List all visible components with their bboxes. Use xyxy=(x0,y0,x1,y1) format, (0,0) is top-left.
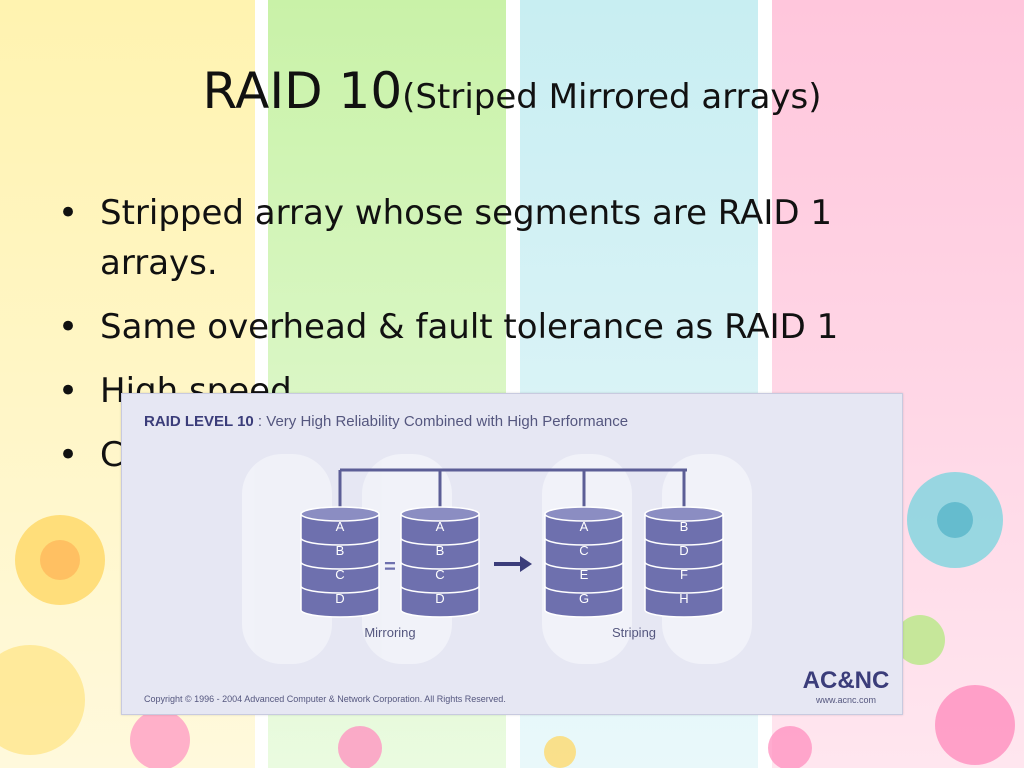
disk-segment xyxy=(644,585,724,618)
disk-segment xyxy=(544,585,624,618)
flower-decoration-right xyxy=(895,472,1015,765)
disk-segment-label: A xyxy=(580,519,589,534)
disk-segment xyxy=(400,513,480,546)
disk-segment-label: C xyxy=(435,567,444,582)
bullet-item: Stripped array whose segments are RAID 1… xyxy=(58,188,918,288)
disk-segment xyxy=(644,537,724,570)
disk-segment-label: B xyxy=(436,543,445,558)
disk-segment-label: B xyxy=(336,543,345,558)
arrow-right-icon xyxy=(494,556,532,572)
disk-segment xyxy=(544,561,624,594)
disk-segment-label: G xyxy=(579,591,589,606)
disk-segment xyxy=(300,537,380,570)
connector-lines xyxy=(338,468,687,512)
bullet-item: Same overhead & fault tolerance as RAID … xyxy=(58,302,918,352)
acnc-logo: AC&NC xyxy=(803,667,890,694)
disk-segment xyxy=(300,561,380,594)
disk-segment xyxy=(400,585,480,618)
raid10-diagram-svg: RAID LEVEL 10 : Very High Reliability Co… xyxy=(144,413,890,705)
disk-segment-label: A xyxy=(436,519,445,534)
disk-top xyxy=(400,506,480,522)
disk-segment-label: B xyxy=(680,519,689,534)
slide-title: RAID 10(Striped Mirrored arrays) xyxy=(0,62,1024,120)
title-main: RAID 10 xyxy=(202,62,403,120)
disk-segment-label: A xyxy=(336,519,345,534)
disk-segment-label: C xyxy=(335,567,344,582)
figure-heading-bold: RAID LEVEL 10 xyxy=(144,413,254,430)
disk-segment xyxy=(300,585,380,618)
striping-label: Striping xyxy=(612,625,656,640)
acnc-url: www.acnc.com xyxy=(815,695,876,705)
disk-segment xyxy=(644,561,724,594)
disk-segment-label: D xyxy=(335,591,344,606)
disk-segment-label: H xyxy=(679,591,688,606)
disk-segment xyxy=(544,537,624,570)
disk-segment-label: D xyxy=(435,591,444,606)
bullet-list: Stripped array whose segments are RAID 1… xyxy=(58,188,918,494)
equals-symbol: = xyxy=(384,556,396,578)
figure-heading: RAID LEVEL 10 : Very High Reliability Co… xyxy=(144,413,628,430)
disk-segment xyxy=(400,561,480,594)
mirroring-label: Mirroring xyxy=(364,625,415,640)
disk-segment-label: E xyxy=(580,567,589,582)
title-sub: (Striped Mirrored arrays) xyxy=(402,77,822,117)
disk-segment-label: C xyxy=(579,543,588,558)
disk-segment-label: F xyxy=(680,567,688,582)
disk-segment xyxy=(644,513,724,546)
flower-decoration-left xyxy=(0,515,190,768)
flower-decoration-bottom xyxy=(338,726,812,768)
disk-segment xyxy=(300,513,380,546)
disk-segment xyxy=(400,537,480,570)
copyright-text: Copyright © 1996 - 2004 Advanced Compute… xyxy=(144,694,506,704)
disk-top xyxy=(644,506,724,522)
figure-heading-rest: : Very High Reliability Combined with Hi… xyxy=(254,413,628,430)
disk-top xyxy=(300,506,380,522)
bullet-item: C xyxy=(58,430,918,480)
disk-top xyxy=(544,506,624,522)
raid10-diagram: RAID LEVEL 10 : Very High Reliability Co… xyxy=(121,393,903,715)
disk-segment xyxy=(544,513,624,546)
disk-segment-label: D xyxy=(679,543,688,558)
